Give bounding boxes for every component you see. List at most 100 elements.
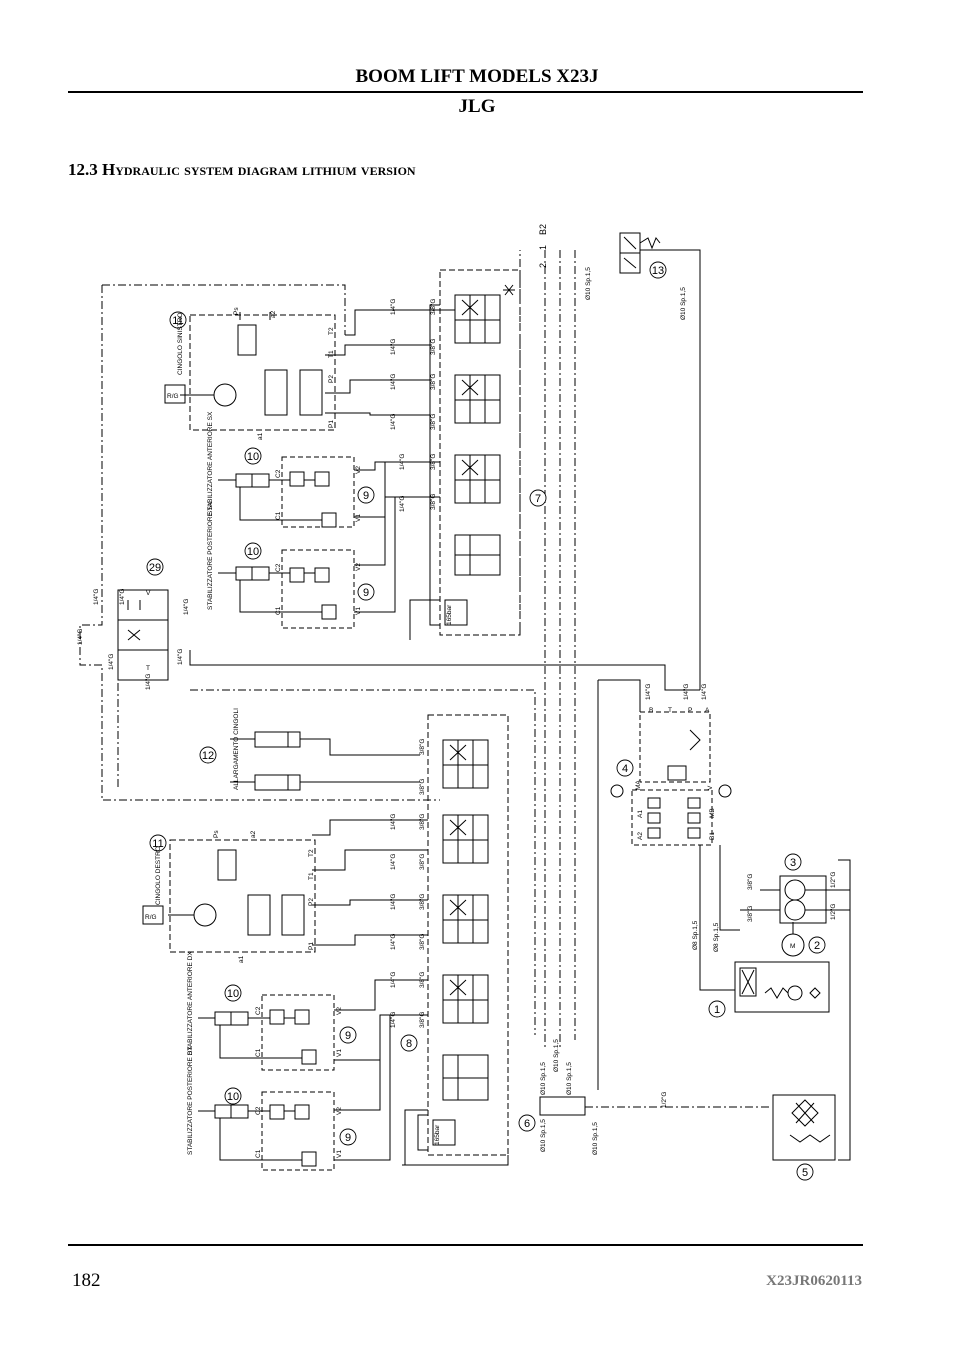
label-fitting: 1/4"G xyxy=(390,814,397,830)
label-fitting: 1/4"G xyxy=(390,414,397,430)
label-port: A1 xyxy=(637,810,644,818)
label-port: P2 xyxy=(308,898,315,906)
label-port: T2 xyxy=(328,327,335,335)
label-port: A2 xyxy=(637,832,644,840)
label-fitting: 3/8"G xyxy=(430,494,437,510)
label-fitting: 3/8"G xyxy=(747,906,754,922)
label-fitting: 3/8"G xyxy=(430,414,437,430)
svg-text:1: 1 xyxy=(714,1004,720,1016)
label-fitting: 1/4"G xyxy=(390,972,397,988)
document-title: BOOM LIFT MODELS X23J xyxy=(355,66,599,87)
valve-13 xyxy=(619,232,661,274)
control-valve-1 xyxy=(734,961,830,1013)
label-port: C2 xyxy=(275,469,282,478)
label-fitting: 1/2"G xyxy=(830,872,837,888)
label-fitting: 3/8"G xyxy=(430,339,437,355)
svg-text:29: 29 xyxy=(149,562,161,574)
callout-6: 6 xyxy=(518,1114,536,1132)
label-port: a2 xyxy=(250,830,257,838)
svg-text:10: 10 xyxy=(227,988,239,1000)
manifold-6 xyxy=(539,1096,770,1116)
label-fitting: 1/4"G xyxy=(77,629,84,645)
label-port: a2 xyxy=(270,310,277,318)
label-port: T1 xyxy=(308,872,315,880)
label-port: V1 xyxy=(355,607,362,615)
callout-1: 1 xyxy=(708,1000,726,1018)
svg-text:6: 6 xyxy=(524,1118,530,1130)
callout-11: 11 xyxy=(149,834,167,852)
label-port: MB xyxy=(709,808,716,818)
label-fitting: 1/4"G xyxy=(645,684,652,700)
label-port: Ps xyxy=(233,307,240,315)
label-fitting: 1/4"G xyxy=(390,934,397,950)
track-motor-left xyxy=(164,312,336,431)
label-pipe: Ø10 Sp.1,5 xyxy=(540,1119,547,1152)
label-pipe: Ø10 Sp.1,5 xyxy=(553,1039,560,1072)
label-fitting: 3/8"G xyxy=(419,894,426,910)
svg-text:4: 4 xyxy=(622,763,628,775)
label-fitting: 3/8"G xyxy=(419,1012,426,1028)
label-pipe: Ø10 Sp.1,5 xyxy=(680,287,687,320)
label-fitting: 3/8"G xyxy=(419,814,426,830)
valve-section xyxy=(442,974,489,1024)
label-port: B1 xyxy=(709,832,716,840)
label-port: P1 xyxy=(328,420,335,428)
footer-rule xyxy=(68,1244,863,1246)
svg-text:10: 10 xyxy=(247,546,259,558)
valve-section xyxy=(454,374,501,424)
label-port: a1 xyxy=(257,432,264,440)
label-port: T xyxy=(146,665,150,672)
label-fitting: 3/8"G xyxy=(419,972,426,988)
label-port: B xyxy=(649,707,653,714)
label-port: MA xyxy=(635,780,642,790)
label-port: C1 xyxy=(255,1149,262,1158)
label-port: P xyxy=(688,707,692,714)
line-ids: 2 1 B2 xyxy=(538,224,548,268)
label-fitting: 3/8"G xyxy=(430,299,437,315)
label-fitting: 1/4"G xyxy=(390,1012,397,1028)
svg-text:13: 13 xyxy=(652,265,664,277)
label-port: Ps xyxy=(213,830,220,838)
label-pipe: Ø10 Sp.1,5 xyxy=(592,1122,599,1155)
label-fitting: 1/4"G xyxy=(177,649,184,665)
callout-10: 10 xyxy=(244,447,262,465)
label-pipe: Ø8 Sp.1,5 xyxy=(713,922,720,952)
callout-5: 5 xyxy=(796,1163,814,1181)
label-port: C1 xyxy=(275,606,282,615)
callout-11: 11 xyxy=(169,311,187,329)
valve-section xyxy=(442,739,489,789)
svg-text:9: 9 xyxy=(345,1132,351,1144)
label-pipe: Ø10 Sp.1,5 xyxy=(585,267,592,300)
svg-text:B2: B2 xyxy=(538,224,548,235)
track-motor-right xyxy=(142,839,316,953)
svg-text:9: 9 xyxy=(363,587,369,599)
callout-9: 9 xyxy=(357,583,375,601)
svg-text:5: 5 xyxy=(802,1167,808,1179)
label-port: V xyxy=(707,785,714,790)
label-fitting: 1/4"G xyxy=(183,599,190,615)
svg-text:2: 2 xyxy=(538,263,548,268)
pilot-manifold-4 xyxy=(610,711,732,846)
callout-29: 29 xyxy=(146,558,164,576)
label-fitting: 1/4"G xyxy=(399,496,406,512)
valve-section xyxy=(442,894,489,944)
label-fitting: 3/8"G xyxy=(419,934,426,950)
label-fitting: 1/4"G xyxy=(701,684,708,700)
callout-3: 3 xyxy=(784,853,802,871)
label-165bar: 165bar xyxy=(434,1124,441,1145)
section-title: 12.3 Hydraulic system diagram lithium ve… xyxy=(68,160,416,179)
valve-block-8 xyxy=(417,714,509,1156)
svg-text:11: 11 xyxy=(172,315,183,327)
label-fitting: 3/8"G xyxy=(419,854,426,870)
label-pipe: Ø10 Sp.1,5 xyxy=(566,1062,573,1095)
callout-10: 10 xyxy=(224,984,242,1002)
stabilizer-front-left xyxy=(218,456,385,528)
svg-text:10: 10 xyxy=(227,1091,239,1103)
page-number: 182 xyxy=(72,1270,101,1291)
callout-10: 10 xyxy=(224,1087,242,1105)
callout-9: 9 xyxy=(357,486,375,504)
label-stab-post-dx: STABILIZZATORE POSTERIORE DX xyxy=(187,1046,194,1155)
stabilizer-rear-left xyxy=(218,549,355,629)
svg-text:8: 8 xyxy=(406,1038,412,1050)
